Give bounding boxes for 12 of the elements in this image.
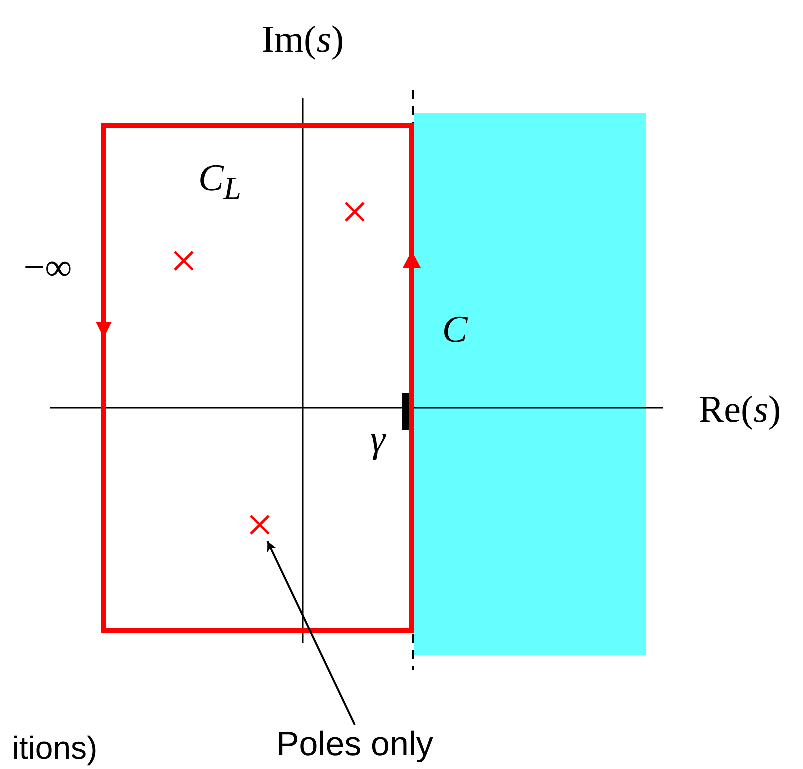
contour-label: C$_{L}$: [198, 159, 242, 205]
axis-label: Re(s): [698, 391, 782, 429]
axis-label: Im(s): [262, 21, 344, 59]
pole-cross: [250, 514, 270, 536]
callout-text: Poles only: [276, 726, 434, 764]
contour-label: C: [442, 311, 468, 349]
infinity-symbol: −∞: [24, 249, 72, 287]
pole-cross: [174, 250, 194, 272]
pole-cross: [344, 202, 366, 222]
partial-text: itions): [12, 732, 98, 764]
leader-line: [266, 541, 356, 726]
abscissa-label: γ: [370, 421, 386, 459]
